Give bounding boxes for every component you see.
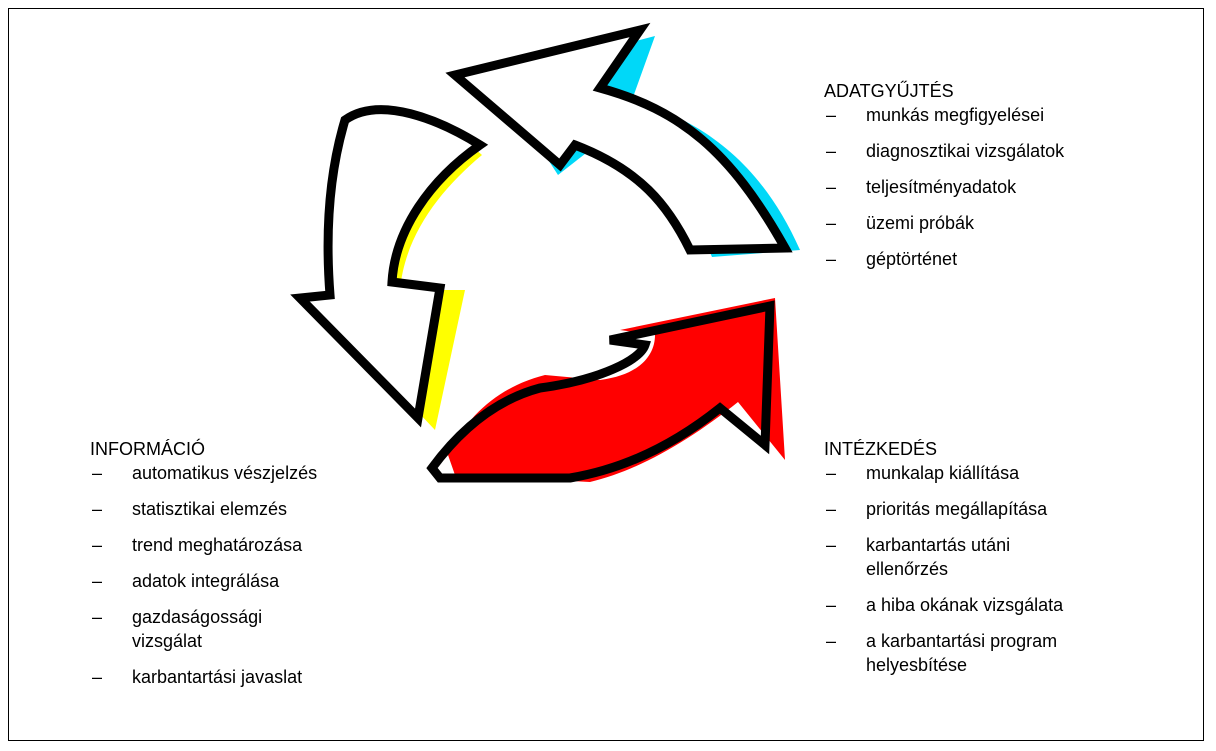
group-title: INFORMÁCIÓ — [90, 439, 205, 459]
item-list: – munkalap kiállítása – prioritás megállap… — [824, 461, 1164, 677]
item-text: teljesítményadatok — [866, 177, 1017, 197]
item-text: munkás megfigyelései — [866, 105, 1045, 125]
list-item: – karbantartás utáni ellenőrzés — [824, 533, 1016, 581]
cyan-arrow — [445, 22, 800, 257]
item-text: trend meghatározása — [132, 535, 303, 555]
dash-icon: – — [92, 607, 103, 627]
list-item: – a karbantartási program helyesbítése — [824, 629, 1126, 677]
item-text: adatok integrálása — [132, 571, 280, 591]
group-adatgyujtes: ADATGYŰJTÉS – munkás megfigyelései – diagn… — [824, 79, 1164, 271]
group-informacio: INFORMÁCIÓ – automatikus vészjelzés – stat… — [90, 437, 410, 689]
item-text: a karbantartási program helyesbítése — [866, 631, 1058, 675]
list-item: – trend meghatározása — [90, 533, 410, 557]
list-item: – adatok integrálása — [90, 569, 410, 593]
item-text: munkalap kiállítása — [866, 463, 1020, 483]
dash-icon: – — [92, 667, 103, 687]
red-arrow — [426, 298, 785, 483]
list-item: – munkás megfigyelései — [824, 103, 1164, 127]
item-text: prioritás megállapítása — [866, 499, 1048, 519]
dash-icon: – — [92, 571, 103, 591]
list-item: – automatikus vészjelzés — [90, 461, 410, 485]
list-item: – gazdaságossági vizsgálat — [90, 605, 332, 653]
dash-icon: – — [92, 499, 103, 519]
list-item: – teljesítményadatok — [824, 175, 1164, 199]
list-item: – prioritás megállapítása — [824, 497, 1164, 521]
dash-icon: – — [92, 463, 103, 483]
list-item: – a hiba okának vizsgálata — [824, 593, 1164, 617]
list-item: – karbantartási javaslat — [90, 665, 410, 689]
list-item: – munkalap kiállítása — [824, 461, 1164, 485]
diagram-frame — [8, 8, 1204, 741]
list-item: – diagnosztikai vizsgálatok — [824, 139, 1164, 163]
group-intezkedes: INTÉZKEDÉS – munkalap kiállítása – priorit… — [824, 437, 1164, 677]
dash-icon: – — [826, 249, 837, 269]
dash-icon: – — [826, 535, 837, 555]
list-item: – statisztikai elemzés — [90, 497, 410, 521]
item-text: a hiba okának vizsgálata — [866, 595, 1064, 615]
dash-icon: – — [826, 213, 837, 233]
group-title: INTÉZKEDÉS — [824, 439, 938, 459]
dash-icon: – — [826, 141, 837, 161]
item-text: géptörténet — [866, 249, 958, 269]
list-item: – géptörténet — [824, 247, 1164, 271]
list-item: – üzemi próbák — [824, 211, 1164, 235]
group-title: ADATGYŰJTÉS — [824, 81, 954, 101]
dash-icon: – — [826, 177, 837, 197]
item-list: – munkás megfigyelései – diagnosztikai viz… — [824, 103, 1164, 271]
item-text: automatikus vészjelzés — [132, 463, 318, 483]
dash-icon: – — [826, 631, 837, 651]
item-text: diagnosztikai vizsgálatok — [866, 141, 1065, 161]
dash-icon: – — [826, 463, 837, 483]
dash-icon: – — [826, 105, 837, 125]
dash-icon: – — [826, 499, 837, 519]
item-list: – automatikus vészjelzés – statisztikai el… — [90, 461, 410, 689]
item-text: karbantartási javaslat — [132, 667, 303, 687]
item-text: üzemi próbák — [866, 213, 975, 233]
dash-icon: – — [826, 595, 837, 615]
item-text: karbantartás utáni ellenőrzés — [866, 535, 1011, 579]
dash-icon: – — [92, 535, 103, 555]
yellow-arrow — [290, 105, 489, 430]
item-text: gazdaságossági vizsgálat — [132, 607, 263, 651]
item-text: statisztikai elemzés — [132, 499, 288, 519]
